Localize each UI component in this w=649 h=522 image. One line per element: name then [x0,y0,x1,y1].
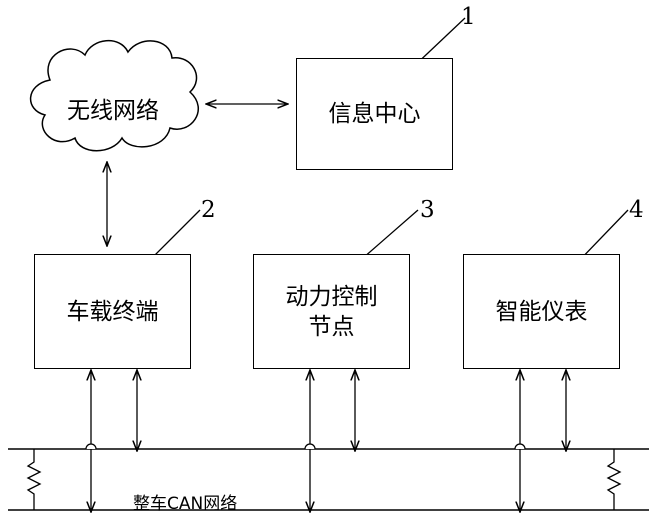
ref-number-1: 1 [461,4,476,30]
cloud-label: 无线网络 [67,98,159,124]
smart-meter-box: 智能仪表 [463,254,620,369]
vehicle-terminal-box: 车载终端 [34,254,191,369]
power-control-label-line2: 节点 [308,313,355,340]
power-control-box: 动力控制 节点 [253,254,410,369]
termination-resistor-left [26,449,42,510]
power-control-label-line1: 动力控制 [285,283,378,310]
ref-number-2: 2 [201,197,216,223]
ref-number-3: 3 [420,197,435,223]
info-center-box: 信息中心 [296,58,453,170]
termination-resistor-right [606,449,622,510]
crossing-bump-power [304,443,316,450]
info-center-label: 信息中心 [328,101,421,127]
smart-meter-label: 智能仪表 [495,298,588,325]
crossing-bump-terminal [85,443,97,450]
vehicle-terminal-label: 车载终端 [66,298,159,325]
can-bus-label: 整车CAN网络 [133,494,238,514]
ref-number-4: 4 [629,197,644,223]
cloud-shape [29,39,199,152]
crossing-bump-meter [514,443,526,450]
